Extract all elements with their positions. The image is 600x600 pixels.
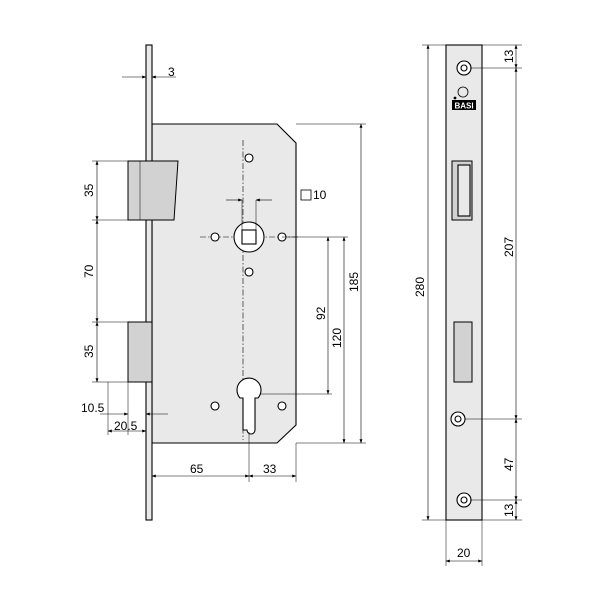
dead-bolt — [127, 321, 153, 383]
dim-faceplate-thickness: 3 — [168, 65, 175, 79]
dim-spindle-to-cylinder: 92 — [314, 306, 328, 320]
dim-backset: 65 — [190, 462, 204, 476]
key-logo-icon — [457, 86, 469, 98]
dim-bolt-throw-outer: 20.5 — [114, 419, 138, 433]
faceplate-side — [145, 44, 153, 521]
dim-case-height: 185 — [347, 272, 361, 292]
spindle-square-hole — [241, 229, 257, 245]
dim-screw-spacing: 207 — [502, 237, 516, 257]
front-view: BASI 280 13 207 47 13 20 — [413, 44, 522, 566]
dim-cylinder-to-back: 33 — [263, 462, 277, 476]
dim-screw-bottom-offset: 13 — [502, 503, 516, 517]
screw-hole-cyl-left — [210, 401, 220, 411]
dim-latch-height: 35 — [82, 183, 96, 197]
dim-spindle-to-bottom: 120 — [330, 328, 344, 348]
dim-screw-lower-spacing: 47 — [502, 457, 516, 471]
faceplate-front — [445, 44, 483, 521]
dim-faceplate-length: 280 — [413, 277, 427, 297]
latch-bolt — [127, 160, 179, 221]
dim-screw-top-offset: 13 — [502, 49, 516, 63]
dim-spindle-square: 10 — [313, 188, 327, 202]
square-symbol-icon — [300, 189, 312, 201]
dim-bolt-height: 35 — [82, 344, 96, 358]
screw-hole-under-spindle — [244, 267, 254, 277]
basi-logo: BASI — [452, 86, 476, 111]
bolt-opening — [453, 321, 473, 383]
dim-bolt-throw-inner: 10.5 — [81, 401, 105, 415]
screw-hole-left — [210, 232, 220, 242]
screw-hole-cyl-right — [277, 401, 287, 411]
dim-faceplate-width: 20 — [457, 546, 471, 560]
cylinder-hole — [236, 377, 262, 435]
dim-latch-to-bolt: 70 — [82, 264, 96, 278]
screw-hole-top — [244, 153, 254, 163]
side-view: 3 35 70 35 10.5 20.5 10 92 — [81, 44, 366, 521]
brand-label: BASI — [454, 102, 473, 111]
